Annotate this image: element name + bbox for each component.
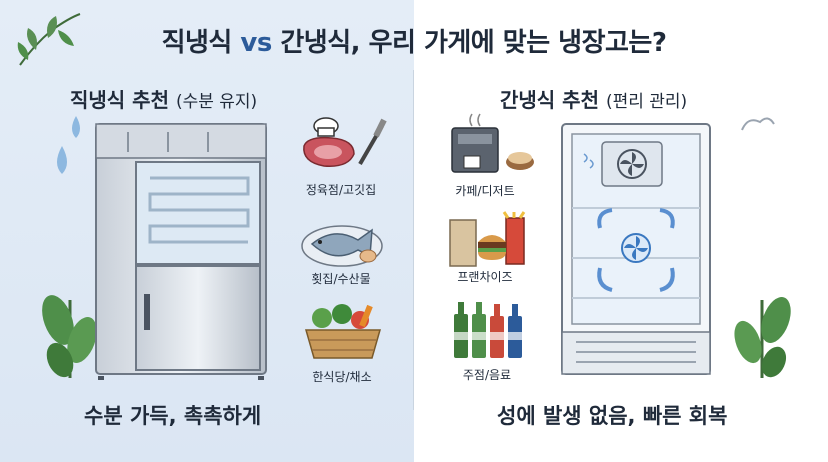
steam-icon: [741, 117, 775, 131]
coffee-machine-icon: [451, 113, 534, 173]
panel-divider: [413, 70, 414, 410]
leaf-icon: [17, 13, 81, 66]
left-caption: 수분 가득, 촉촉하게: [84, 404, 262, 428]
water-droplet-icon: [57, 116, 80, 174]
title-part2: 간냉식, 우리 가게에 맞는 냉장고는?: [280, 28, 667, 58]
left-heading: 직냉식 추천 (수분 유지): [70, 84, 257, 113]
category-label: 정육점/고깃집: [305, 183, 377, 197]
category-label: 주점/음료: [462, 368, 512, 382]
airflow-arrows-icon: [597, 208, 675, 292]
bottles-icon: [454, 302, 522, 358]
fan-icon: [617, 149, 647, 179]
category-label: 카페/디저트: [455, 184, 515, 198]
right-heading-text: 간냉식 추천: [500, 88, 599, 112]
title-vs: vs: [240, 28, 272, 58]
plant-icon: [42, 295, 97, 378]
left-heading-text: 직냉식 추천: [70, 88, 169, 112]
fastfood-icon: [449, 211, 526, 267]
page-title: 직냉식 vs 간냉식, 우리 가게에 맞는 냉장고는?: [0, 22, 828, 59]
direct-cooling-fridge: [95, 123, 267, 380]
vegetable-basket-icon: [305, 304, 381, 359]
category-label: 한식당/채소: [312, 370, 372, 384]
plant-icon: [734, 297, 791, 378]
left-heading-paren: (수분 유지): [175, 92, 258, 112]
category-label: 프랜차이즈: [457, 270, 513, 284]
title-part1: 직냉식: [161, 28, 233, 58]
right-caption: 성에 발생 없음, 빠른 회복: [497, 404, 728, 428]
category-label: 횟집/수산물: [311, 272, 371, 286]
right-heading-paren: (편리 관리): [605, 92, 688, 112]
fish-icon: [301, 225, 383, 267]
steak-knife-icon: [303, 117, 387, 167]
indirect-cooling-fridge: [561, 123, 711, 375]
right-heading: 간냉식 추천 (편리 관리): [500, 84, 687, 113]
